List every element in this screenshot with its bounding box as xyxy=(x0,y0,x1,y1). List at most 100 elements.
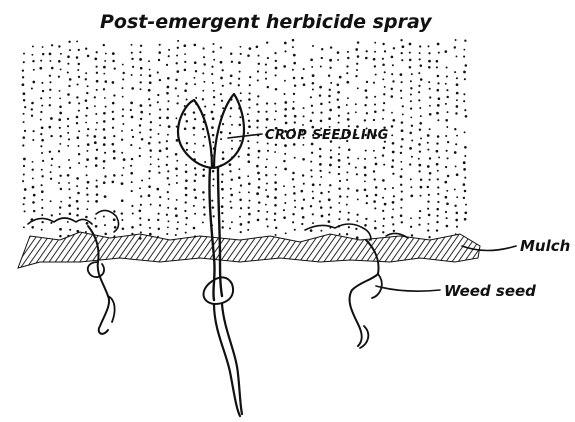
spray-dot xyxy=(275,74,277,76)
spray-dot xyxy=(366,50,368,52)
spray-dot xyxy=(177,40,179,42)
spray-dot xyxy=(104,60,106,62)
spray-dot xyxy=(41,169,43,171)
spray-dot xyxy=(23,113,25,115)
spray-dot xyxy=(167,77,170,80)
spray-dot xyxy=(364,119,366,121)
spray-dot xyxy=(193,227,196,230)
spray-dot xyxy=(409,66,412,69)
spray-dot xyxy=(247,132,249,134)
spray-dot xyxy=(391,166,394,169)
spray-dot xyxy=(95,185,98,188)
spray-dot xyxy=(211,111,214,114)
spray-dot xyxy=(410,94,412,96)
spray-dot xyxy=(202,128,204,130)
spray-dot xyxy=(33,210,35,212)
spray-dot xyxy=(68,85,70,87)
spray-dot xyxy=(437,119,439,121)
spray-dot xyxy=(446,126,448,128)
spray-dot xyxy=(364,181,366,183)
spray-dot xyxy=(195,97,197,99)
spray-dot xyxy=(130,109,132,111)
spray-dot xyxy=(463,183,466,186)
spray-dot xyxy=(175,207,178,210)
spray-dot xyxy=(456,173,459,176)
spray-dot xyxy=(140,88,142,90)
spray-dot xyxy=(112,118,115,121)
spray-dot xyxy=(257,210,259,212)
spray-dot xyxy=(222,151,224,153)
spray-dot xyxy=(373,119,375,121)
spray-dot xyxy=(104,152,106,154)
spray-dot xyxy=(211,126,214,129)
spray-dot xyxy=(149,69,151,71)
spray-dot xyxy=(85,48,87,50)
spray-dot xyxy=(266,41,268,43)
spray-dot xyxy=(211,200,213,202)
spray-dot xyxy=(203,81,205,83)
spray-dot xyxy=(284,42,287,45)
spray-dot xyxy=(383,164,385,166)
spray-dot xyxy=(240,53,242,55)
spray-dot xyxy=(194,83,196,85)
spray-dot xyxy=(131,129,133,131)
spray-dot xyxy=(103,167,105,169)
spray-dot xyxy=(409,43,412,46)
spray-dot xyxy=(103,160,106,163)
spray-dot xyxy=(202,221,204,223)
spray-dot xyxy=(213,104,215,106)
spray-dot xyxy=(312,112,314,114)
spray-dot xyxy=(429,96,431,98)
spray-dot xyxy=(346,72,348,74)
spray-dot xyxy=(456,212,459,215)
spray-dot xyxy=(293,54,296,57)
spray-dot xyxy=(76,40,78,42)
spray-dot xyxy=(258,186,261,189)
spray-dot xyxy=(149,227,151,229)
spray-dot xyxy=(419,217,421,219)
spray-dot xyxy=(86,107,88,109)
spray-dot xyxy=(49,53,52,56)
spray-dot xyxy=(293,143,296,146)
spray-dot xyxy=(23,226,25,228)
spray-dot xyxy=(301,207,304,210)
spray-dot xyxy=(284,101,287,104)
spray-dot xyxy=(67,125,69,127)
spray-dot xyxy=(149,104,151,106)
spray-dot xyxy=(266,211,268,213)
spray-dot xyxy=(338,173,340,175)
spray-dot xyxy=(321,48,323,50)
spray-dot xyxy=(96,193,99,196)
crop-seedling-label: CROP SEEDLING xyxy=(265,128,389,143)
spray-dot xyxy=(392,223,394,225)
spray-dot xyxy=(103,73,105,75)
spray-dot xyxy=(247,54,250,57)
spray-dot xyxy=(312,213,314,215)
spray-dot xyxy=(391,216,393,218)
spray-dot xyxy=(437,82,439,84)
spray-dot xyxy=(319,155,322,158)
spray-dot xyxy=(382,179,385,182)
spray-dot xyxy=(284,115,287,118)
spray-dot xyxy=(365,96,367,98)
spray-dot xyxy=(284,50,286,52)
spray-dot xyxy=(455,219,458,222)
spray-dot xyxy=(248,213,251,216)
spray-dot xyxy=(58,118,61,121)
spray-dot xyxy=(419,150,421,152)
spray-dot xyxy=(32,45,34,47)
spray-dot xyxy=(221,226,223,228)
spray-dot xyxy=(338,159,341,162)
spray-dot xyxy=(194,213,196,215)
spray-dot xyxy=(131,205,133,207)
spray-dot xyxy=(167,86,170,89)
spray-dot xyxy=(87,181,90,184)
spray-dot xyxy=(409,163,411,165)
spray-dot xyxy=(292,213,294,215)
spray-dot xyxy=(366,112,368,114)
spray-dot xyxy=(275,166,277,168)
spray-dot xyxy=(464,109,466,111)
spray-dot xyxy=(211,66,213,68)
spray-dot xyxy=(401,168,403,170)
spray-dot xyxy=(347,112,349,114)
